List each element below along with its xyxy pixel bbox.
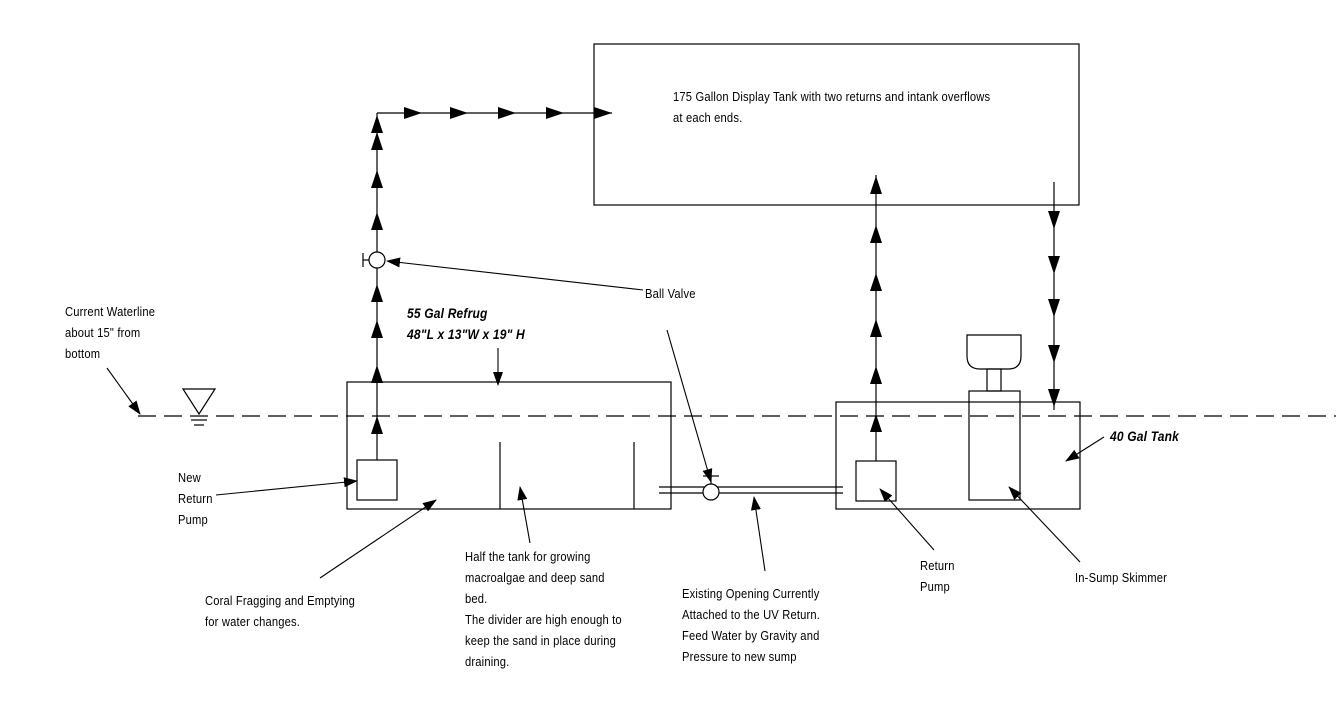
skimmer-label: In-Sump Skimmer <box>1075 570 1168 585</box>
return-pump <box>855 460 897 502</box>
refugium-divider-note: Half the tank for growing macroalgae and… <box>465 549 622 669</box>
ball-valve-top <box>368 251 386 269</box>
sump-tank-label: 40 Gal Tank <box>1110 428 1180 444</box>
refugium-tank <box>346 381 672 510</box>
refugium-label: 55 Gal Refrug 48"L x 13"W x 19" H <box>407 305 525 342</box>
return-pump-label: Return Pump <box>920 558 955 594</box>
waterline-label: Current Waterline about 15" from bottom <box>65 304 156 361</box>
ball-valve-label: Ball Valve <box>645 286 696 301</box>
flow-arrows <box>371 107 1060 434</box>
new-return-pump-label: New Return Pump <box>178 470 213 527</box>
ball-valve-bottom <box>702 483 720 501</box>
sump-tank <box>835 401 1081 510</box>
leader-lines <box>106 257 1105 579</box>
coral-fragging-label: Coral Fragging and Emptying for water ch… <box>205 593 356 629</box>
water-level-symbol <box>181 388 217 416</box>
skimmer-cup <box>966 334 1022 370</box>
new-return-pump <box>356 459 398 501</box>
existing-opening-label: Existing Opening Currently Attached to t… <box>682 586 821 664</box>
skimmer-body <box>968 390 1021 501</box>
display-tank <box>593 43 1080 206</box>
skimmer-neck <box>986 368 1002 392</box>
display-tank-label: 175 Gallon Display Tank with two returns… <box>673 89 991 125</box>
